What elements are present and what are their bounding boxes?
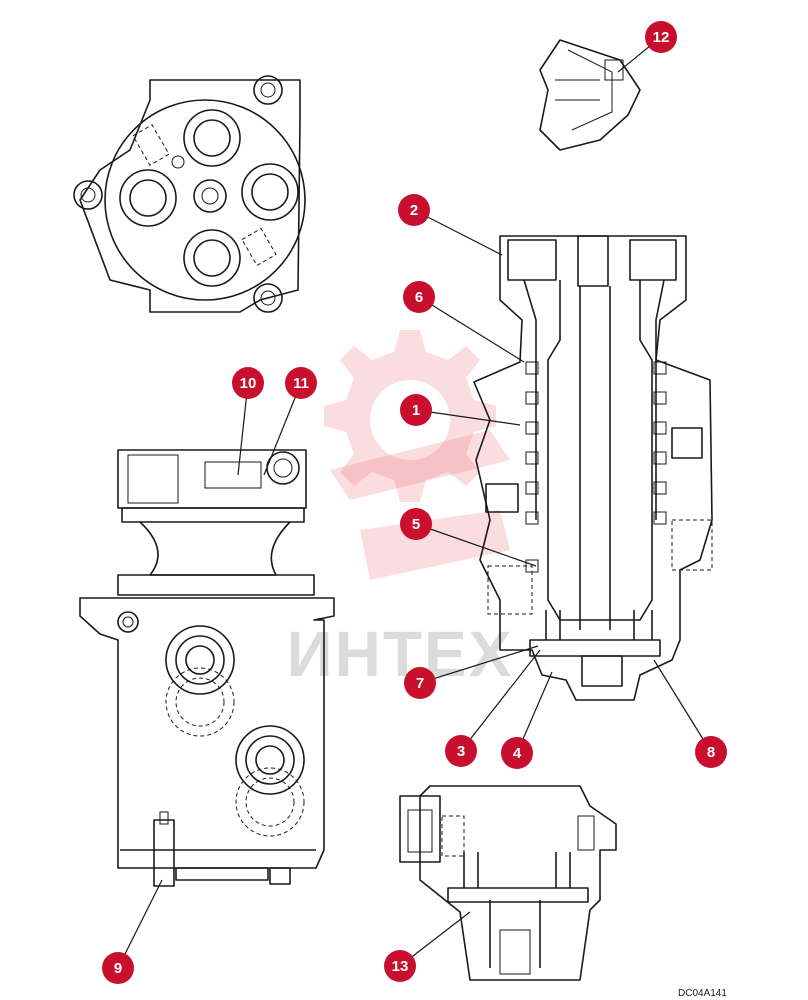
callout-11-label: 11 [293, 375, 309, 392]
callout-4-marker [501, 737, 533, 769]
callout-9: 9 [102, 952, 134, 984]
end-view-flange [73, 75, 306, 313]
seal-rings-right [653, 361, 667, 525]
callout-6-label: 6 [415, 289, 423, 306]
section-view-swivel [473, 235, 713, 701]
callout-1: 1 [400, 394, 432, 426]
callout-3-marker [445, 735, 477, 767]
leader-lines [117, 36, 712, 969]
callout-13-marker [384, 950, 416, 982]
callout-13: 13 [384, 950, 416, 982]
callout-7-label: 7 [416, 675, 424, 692]
callout-1-label: 1 [412, 402, 420, 419]
callout-10-marker [232, 367, 264, 399]
detail-view-13 [399, 785, 617, 981]
watermark: ИНТЕХ [287, 330, 514, 690]
callout-5-label: 5 [412, 516, 420, 533]
watermark-gear-logo [324, 330, 510, 580]
callout-3: 3 [445, 735, 477, 767]
callout-3-label: 3 [457, 743, 465, 760]
callout-10-label: 10 [240, 375, 257, 392]
callout-9-label: 9 [114, 960, 122, 977]
callout-12-label: 12 [653, 29, 670, 46]
callout-5-marker [400, 508, 432, 540]
callout-8-marker [695, 736, 727, 768]
callout-2: 2 [398, 194, 430, 226]
callout-2-label: 2 [410, 202, 418, 219]
seal-rings-left [525, 361, 539, 573]
detail-view-12 [539, 39, 641, 151]
watermark-text: ИНТЕХ [287, 618, 514, 690]
callout-6: 6 [403, 281, 435, 313]
callout-4: 4 [501, 737, 533, 769]
callout-2-marker [398, 194, 430, 226]
callout-8-label: 8 [707, 744, 715, 761]
callout-6-marker [403, 281, 435, 313]
callout-5: 5 [400, 508, 432, 540]
callout-9-marker [102, 952, 134, 984]
callout-4-label: 4 [513, 745, 522, 762]
callout-11: 11 [285, 367, 317, 399]
callout-12: 12 [645, 21, 677, 53]
callout-7-marker [404, 667, 436, 699]
callout-10: 10 [232, 367, 264, 399]
callout-12-marker [645, 21, 677, 53]
callout-11-marker [285, 367, 317, 399]
callout-8: 8 [695, 736, 727, 768]
drawing-reference: DC04A141 [678, 988, 727, 999]
callout-13-label: 13 [392, 958, 409, 975]
callout-1-marker [400, 394, 432, 426]
callout-7: 7 [404, 667, 436, 699]
